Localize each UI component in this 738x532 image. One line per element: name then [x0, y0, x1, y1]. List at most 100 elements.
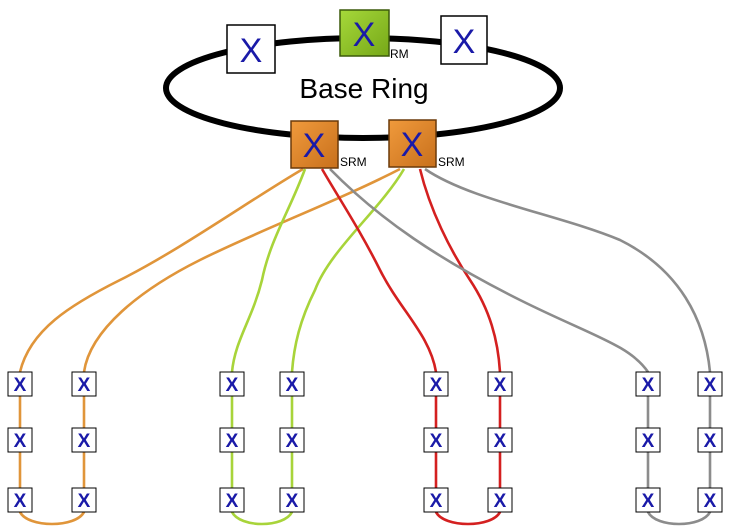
ring-master-switch: X RM [339, 9, 409, 61]
switch-x-icon: X [704, 375, 717, 396]
sub-ring-manager-right-label: SRM [438, 155, 465, 169]
sub-ring-manager-right-box [388, 119, 437, 168]
switch-x-icon: X [240, 32, 263, 70]
switch-box [219, 427, 245, 453]
grey-sub-ring-switch: X [635, 487, 661, 513]
switch-box [487, 487, 513, 513]
switch-box [635, 371, 661, 397]
green-sub-ring-cable-left [230, 168, 307, 373]
sub-ring-switches: X X X X X X X X X X X X X X X X X X X X X X X X [7, 371, 723, 513]
switch-box [71, 427, 97, 453]
switch-x-icon: X [642, 431, 655, 452]
green-sub-ring-switch: X [219, 371, 245, 397]
sub-ring-cables [18, 167, 712, 526]
grey-sub-ring-switch: X [697, 427, 723, 453]
base-ring-title: Base Ring [299, 73, 428, 104]
switch-box [219, 371, 245, 397]
switch-x-icon: X [642, 375, 655, 396]
grey-sub-ring-switch: X [635, 427, 661, 453]
sub-ring-manager-left: X SRM [290, 120, 367, 169]
switch-box [71, 487, 97, 513]
switch-box [279, 371, 305, 397]
switch-x-icon: X [494, 431, 507, 452]
switch-x-icon: X [14, 431, 27, 452]
red-sub-ring-switch: X [423, 427, 449, 453]
red-sub-ring-bottom-loop [434, 511, 502, 526]
orange-sub-ring-cable-right [82, 167, 401, 373]
switch-x-icon: X [78, 491, 91, 512]
switch-x-icon: X [286, 491, 299, 512]
orange-sub-ring-bottom-loop [18, 511, 86, 526]
red-sub-ring-cable-right [418, 168, 502, 373]
switch-box [7, 371, 33, 397]
switch-box [635, 427, 661, 453]
switch-box [7, 427, 33, 453]
switch-box [219, 487, 245, 513]
switch-box [697, 371, 723, 397]
ring-master-label: RM [390, 47, 409, 61]
ring-switch-left-box [226, 24, 276, 74]
green-sub-ring-switch: X [219, 427, 245, 453]
switch-box [487, 427, 513, 453]
orange-sub-ring-switch: X [7, 487, 33, 513]
sub-ring-manager-right: X SRM [388, 119, 465, 169]
green-sub-ring-switch: X [279, 487, 305, 513]
grey-sub-ring-switch: X [697, 487, 723, 513]
switch-x-icon: X [286, 431, 299, 452]
switch-x-icon: X [401, 126, 424, 164]
green-sub-ring-switch: X [219, 487, 245, 513]
switch-x-icon: X [494, 375, 507, 396]
grey-sub-ring-switch: X [635, 371, 661, 397]
switch-x-icon: X [14, 491, 27, 512]
switch-box [423, 487, 449, 513]
red-sub-ring-switch: X [487, 371, 513, 397]
orange-sub-ring-cable-left [18, 167, 304, 373]
switch-x-icon: X [704, 431, 717, 452]
switch-box [7, 487, 33, 513]
switch-x-icon: X [430, 431, 443, 452]
switch-x-icon: X [78, 431, 91, 452]
switch-box [423, 371, 449, 397]
orange-sub-ring-switch: X [7, 427, 33, 453]
red-sub-ring-switch: X [487, 487, 513, 513]
switch-x-icon: X [303, 127, 326, 165]
switch-x-icon: X [226, 375, 239, 396]
switch-x-icon: X [226, 491, 239, 512]
grey-sub-ring-bottom-loop [646, 511, 712, 526]
switch-x-icon: X [704, 491, 717, 512]
ring-master-switch-box [339, 9, 390, 57]
sub-ring-manager-left-box [290, 120, 339, 169]
switch-box [697, 427, 723, 453]
switch-x-icon: X [78, 375, 91, 396]
switch-box [279, 487, 305, 513]
orange-sub-ring-switch: X [71, 487, 97, 513]
switch-x-icon: X [286, 375, 299, 396]
grey-sub-ring-switch: X [697, 371, 723, 397]
green-sub-ring-bottom-loop [230, 511, 294, 526]
switch-box [697, 487, 723, 513]
switch-x-icon: X [353, 16, 376, 54]
switch-box [279, 427, 305, 453]
switch-x-icon: X [430, 491, 443, 512]
switch-x-icon: X [494, 491, 507, 512]
switch-box [71, 371, 97, 397]
orange-sub-ring-switch: X [71, 371, 97, 397]
switch-x-icon: X [226, 431, 239, 452]
grey-sub-ring-cable-right [424, 167, 712, 373]
green-sub-ring-switch: X [279, 371, 305, 397]
switch-box [487, 371, 513, 397]
red-sub-ring-switch: X [423, 371, 449, 397]
switch-x-icon: X [14, 375, 27, 396]
red-sub-ring-switch: X [423, 487, 449, 513]
switch-x-icon: X [430, 375, 443, 396]
orange-sub-ring-switch: X [71, 427, 97, 453]
switch-box [423, 427, 449, 453]
switch-box [635, 487, 661, 513]
ring-switch-right: X [440, 15, 488, 65]
green-sub-ring-switch: X [279, 427, 305, 453]
green-sub-ring-cable-right [290, 168, 406, 373]
ring-switch-right-box [440, 15, 488, 65]
switch-x-icon: X [453, 23, 476, 61]
switch-x-icon: X [642, 491, 655, 512]
